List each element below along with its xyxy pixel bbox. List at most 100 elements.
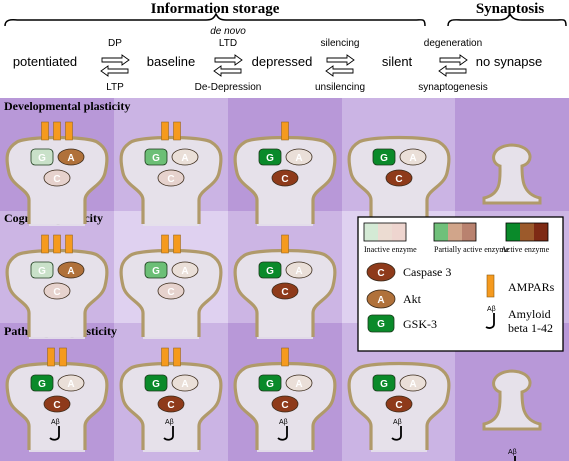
- legend-ampars: AMPARs: [508, 280, 555, 294]
- double-arrow-0: [100, 54, 130, 77]
- akt-enzyme: [57, 148, 85, 166]
- arrow-left-3: [438, 65, 467, 77]
- legend-swatch-active: [505, 222, 549, 242]
- gsk3-letter: G: [266, 153, 274, 164]
- akt-enzyme: [399, 374, 427, 392]
- ampar-receptor: [173, 234, 181, 254]
- legend-caspase3: Caspase 3: [403, 265, 451, 279]
- akt-enzyme: [171, 374, 199, 392]
- legend-ampar-icon: [486, 274, 495, 298]
- transition-labels: DP LTP de novo LTD De-Depression silenci…: [106, 26, 488, 93]
- gsk3-letter: G: [38, 153, 46, 164]
- caspase-letter: C: [53, 287, 60, 298]
- row-label-developmental: Developmental plasticity: [4, 99, 130, 113]
- caspase-letter: C: [167, 400, 174, 411]
- akt-enzyme: [399, 148, 427, 166]
- caspase-letter: C: [281, 400, 288, 411]
- akt-letter: A: [67, 266, 74, 277]
- akt-enzyme: [285, 148, 313, 166]
- state-silent: silent: [382, 54, 413, 69]
- arrow-right-2: [326, 54, 355, 66]
- state-row: potentiated baseline depressed silent no…: [13, 54, 542, 69]
- arrow-right-0: [101, 54, 130, 66]
- abeta-text: Aβ: [165, 419, 174, 426]
- akt-letter: A: [409, 379, 416, 390]
- akt-letter: A: [181, 153, 188, 164]
- legend-gsk3-icon: [367, 314, 395, 333]
- header: Information storage Synaptosis: [4, 1, 567, 27]
- no-synapse-stub-0: [482, 143, 542, 205]
- caspase-enzyme: [385, 169, 413, 187]
- akt-letter: A: [181, 266, 188, 277]
- label-silencing: silencing: [321, 38, 360, 49]
- gsk3-enzyme: [258, 374, 282, 392]
- gsk3-letter: G: [380, 379, 388, 390]
- legend-amyloid-line1: Amyloid: [508, 307, 551, 321]
- synapse-r2-c1: G AC Aβ: [119, 347, 223, 452]
- synaptosis-title: Synaptosis: [476, 1, 545, 17]
- akt-letter: A: [181, 379, 188, 390]
- gsk3-letter: G: [152, 379, 160, 390]
- label-dp: DP: [108, 38, 122, 49]
- legend-swatch-inactive: [363, 222, 407, 242]
- gsk3-letter: G: [380, 153, 388, 164]
- ampar-receptor: [41, 234, 49, 254]
- label-de-depression: De-Depression: [195, 82, 262, 93]
- ampar-receptor: [173, 121, 181, 141]
- caspase-enzyme: [43, 169, 71, 187]
- gsk3-enzyme: [30, 261, 54, 279]
- gsk3-letter: G: [38, 379, 46, 390]
- no-synapse-0: [482, 143, 542, 205]
- state-no-synapse: no synapse: [476, 54, 543, 69]
- caspase-enzyme: [43, 395, 71, 413]
- caspase-letter: C: [53, 174, 60, 185]
- state-depressed: depressed: [252, 54, 313, 69]
- legend: Inactive enzyme Partially active enzyme …: [357, 216, 564, 352]
- label-de-novo: de novo: [210, 26, 246, 37]
- caspase-letter: C: [395, 400, 402, 411]
- caspase-enzyme: [271, 282, 299, 300]
- legend-abeta-small: Aβ: [487, 306, 496, 313]
- info-storage-brace: [4, 12, 426, 27]
- label-ltd: LTD: [219, 38, 237, 49]
- gsk3-enzyme: [144, 261, 168, 279]
- legend-akt-icon: [366, 289, 396, 309]
- ampar-receptor: [47, 347, 55, 367]
- gsk3-letter: G: [266, 379, 274, 390]
- legend-amyloid-icon: [485, 313, 495, 329]
- caspase-letter: C: [167, 174, 174, 185]
- caspase-enzyme: [157, 282, 185, 300]
- abeta-text-2-4: Aβ: [508, 449, 517, 456]
- abeta-text: Aβ: [279, 419, 288, 426]
- label-synaptogenesis: synaptogenesis: [418, 82, 488, 93]
- arrow-right-3: [439, 54, 468, 66]
- ampar-receptor: [161, 121, 169, 141]
- ampar-receptor: [281, 347, 289, 367]
- amyloid-beta: [49, 426, 60, 441]
- caspase-enzyme: [271, 395, 299, 413]
- abeta-text: Aβ: [51, 419, 60, 426]
- synapse-r0-c1: G AC: [119, 121, 223, 226]
- legend-akt-letter: A: [377, 295, 384, 306]
- gsk3-letter: G: [38, 266, 46, 277]
- ampar-receptor: [53, 121, 61, 141]
- caspase-letter: C: [281, 174, 288, 185]
- gsk3-letter: G: [266, 266, 274, 277]
- ampar-receptor: [281, 234, 289, 254]
- caspase-letter: C: [167, 287, 174, 298]
- gsk3-enzyme: [372, 148, 396, 166]
- double-arrow-2: [325, 54, 355, 77]
- akt-enzyme: [57, 374, 85, 392]
- ampar-receptor: [65, 121, 73, 141]
- info-storage-title: Information storage: [151, 1, 280, 17]
- legend-gsk3: GSK-3: [403, 317, 437, 331]
- gsk3-letter: G: [152, 153, 160, 164]
- ampar-receptor: [161, 234, 169, 254]
- legend-amyloid-line2: beta 1-42: [508, 321, 553, 335]
- label-degeneration: degeneration: [424, 38, 482, 49]
